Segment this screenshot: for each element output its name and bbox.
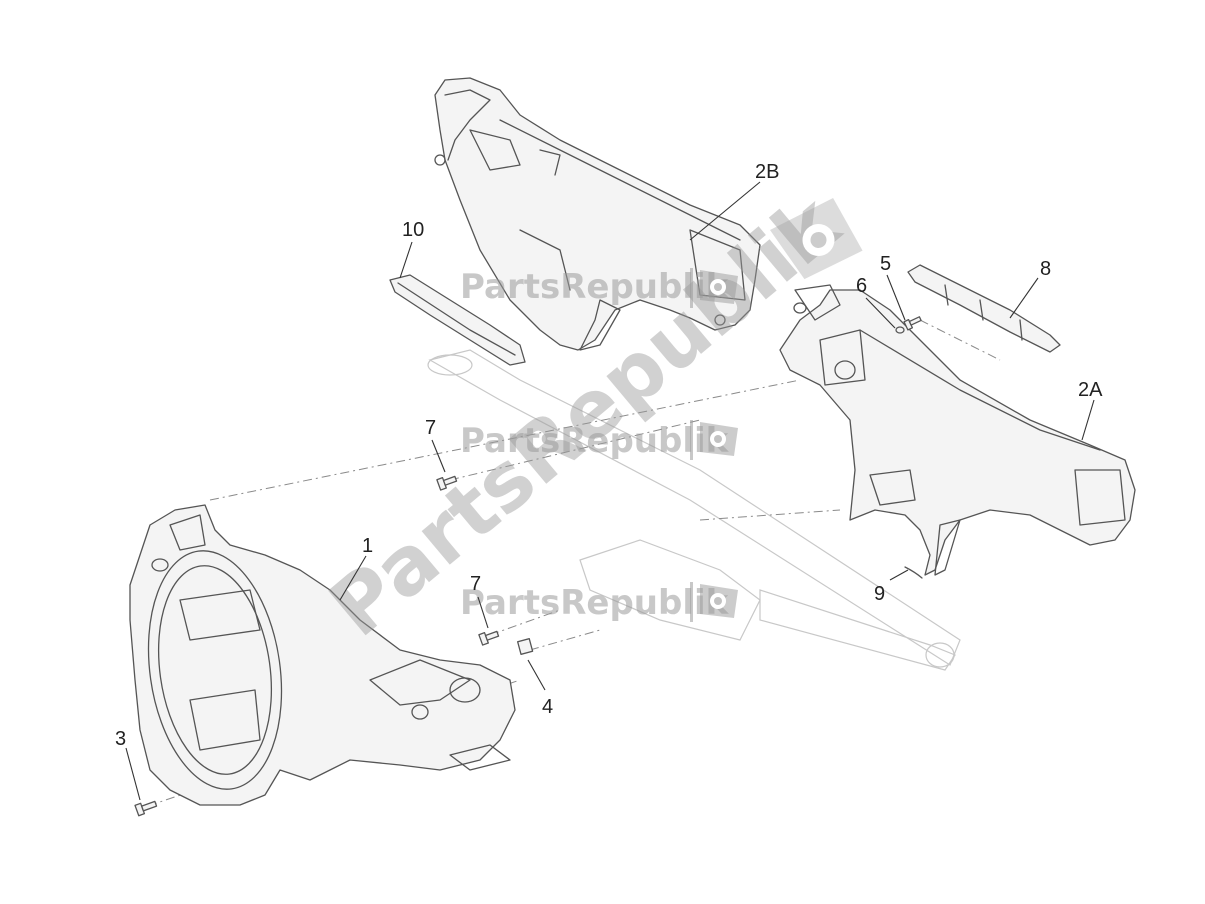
part-2b-rear-cover bbox=[434, 77, 761, 351]
leader-lines bbox=[125, 181, 1095, 801]
svg-text:PartsRepublik: PartsRepublik bbox=[460, 421, 730, 461]
svg-text:PartsRepublik: PartsRepublik bbox=[460, 267, 730, 307]
part-1-front-cover bbox=[129, 504, 516, 806]
callout-9: 9 bbox=[874, 583, 885, 605]
handlebar-frame-ghost bbox=[427, 349, 961, 671]
part-5-screw bbox=[903, 316, 922, 331]
part-2a-rear-cover bbox=[779, 284, 1136, 576]
watermark-logo-middle: PartsRepublik bbox=[460, 420, 738, 461]
callout-6: 6 bbox=[856, 275, 867, 297]
part-3-screw bbox=[134, 800, 158, 817]
watermark-logos: PartsRepublik PartsRepublik PartsRepubli… bbox=[460, 198, 863, 623]
part-4-clip-nut bbox=[517, 638, 534, 655]
watermark-logo-bottom: PartsRepublik bbox=[460, 582, 738, 623]
part-7-screw-lower bbox=[478, 630, 500, 646]
callout-8: 8 bbox=[1040, 258, 1051, 280]
callout-2b: 2B bbox=[755, 161, 779, 183]
callout-7-lower: 7 bbox=[470, 573, 481, 595]
svg-text:PartsRepublik: PartsRepublik bbox=[460, 583, 730, 623]
part-10-gasket bbox=[389, 274, 526, 366]
callout-4: 4 bbox=[542, 696, 553, 718]
part-8-gasket bbox=[907, 264, 1061, 353]
part-7-screw-upper bbox=[436, 475, 458, 491]
gear-flag-icon-large bbox=[770, 198, 863, 280]
gear-flag-icon bbox=[700, 270, 738, 304]
gear-flag-icon bbox=[700, 584, 738, 618]
callout-10: 10 bbox=[402, 219, 424, 241]
callout-7-upper: 7 bbox=[425, 417, 436, 439]
callout-5: 5 bbox=[880, 253, 891, 275]
gear-flag-icon bbox=[700, 422, 738, 456]
callout-1: 1 bbox=[362, 535, 373, 557]
part-6-washer bbox=[895, 326, 905, 334]
callout-2a: 2A bbox=[1078, 379, 1103, 401]
callout-labels: 1 2A 2B 3 4 5 6 7 7 8 9 10 bbox=[115, 161, 1103, 750]
part-9-clip bbox=[904, 566, 923, 579]
callout-3: 3 bbox=[115, 728, 126, 750]
screws bbox=[134, 316, 922, 817]
watermark-logo-top: PartsRepublik bbox=[460, 267, 738, 308]
